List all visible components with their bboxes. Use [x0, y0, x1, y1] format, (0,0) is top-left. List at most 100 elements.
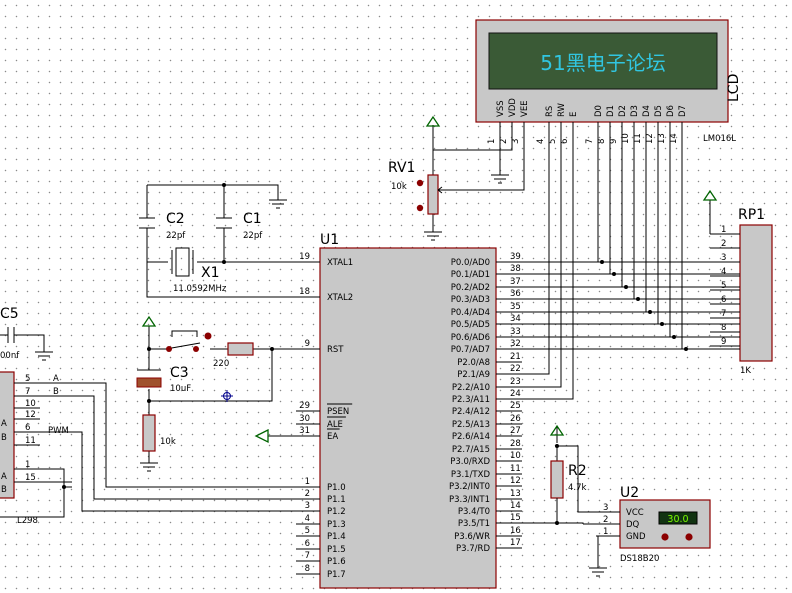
u2-ref: U2	[620, 485, 639, 501]
u1-pin-name: ALE	[327, 420, 343, 430]
lcd-pin-number: 11	[633, 133, 643, 144]
rp1-value: 1K	[740, 366, 751, 376]
u1-pin-name: EA	[327, 432, 338, 442]
u1-body	[319, 247, 497, 589]
u1-pin-number: 10	[510, 451, 521, 461]
oscillator-circuit[interactable]: C2 22pf C1 22pf X1 11.0592MHz	[139, 183, 296, 298]
rp1-pin-number: 3	[721, 253, 726, 263]
lcd-ref: LCD	[726, 74, 742, 102]
u1-pin-number: 25	[510, 401, 521, 411]
u1-pin-name: P3.7/RD	[456, 544, 490, 554]
u1-pin-number: 13	[510, 489, 521, 499]
lcd-pin-name: VDD	[508, 98, 518, 117]
lcd-pin-name: RW	[557, 102, 567, 117]
u1-pin-number: 17	[510, 538, 521, 548]
u1-pin-number: 28	[510, 439, 521, 449]
lcd-pin-name: D6	[666, 105, 676, 117]
rp1-pin-number: 9	[721, 337, 726, 347]
u1-pin-name: P3.6/WR	[454, 532, 490, 542]
junction-dot	[648, 310, 652, 314]
lcd-pin-name: VEE	[520, 100, 530, 117]
left-connector-body	[0, 371, 15, 499]
lcd-pin-name: D5	[654, 105, 664, 117]
lcd-module[interactable]: 51黑电子论坛 LCD LM016L VSS1VDD2VEE3RS4RW5E6D…	[475, 19, 742, 144]
rp1-pin-number: 7	[721, 309, 726, 319]
c2-value: 22pf	[166, 231, 186, 241]
lcd-pin-number: 9	[609, 139, 619, 144]
r2-ref: R2	[568, 463, 587, 479]
net-b-label: B	[53, 387, 59, 397]
u1-pin-name: P0.1/AD1	[451, 270, 490, 280]
rp1-body	[739, 224, 773, 362]
lcd-pin-number: 8	[597, 139, 607, 144]
u1-pin-number: 19	[299, 252, 310, 262]
rv1-ref: RV1	[388, 160, 415, 176]
u1-pin-number: 35	[510, 302, 521, 312]
u1-pin-name: P2.7/A15	[452, 445, 490, 455]
c1-value: 22pf	[243, 231, 263, 241]
u1-pin-number: 36	[510, 289, 521, 299]
u1-pin-name: P3.5/T1	[458, 519, 490, 529]
rp1-ref: RP1	[738, 207, 765, 223]
vcc-arrow-icon	[141, 315, 157, 327]
rv1-potentiometer[interactable]: RV1 10k	[388, 115, 443, 241]
lcd-pin-name: D0	[594, 105, 604, 117]
lcd-pin-name: E	[569, 112, 579, 117]
arrow-left-icon	[254, 428, 269, 444]
net-l298-label: L298	[17, 516, 38, 526]
u1-microcontroller[interactable]: U1 19XTAL118XTAL29RST29PSEN30ALE31EA1P1.…	[296, 232, 522, 589]
u1-pin-number: 15	[510, 513, 521, 523]
u2-pin-number: 1	[603, 527, 608, 537]
lcd-part: LM016L	[703, 134, 736, 144]
u1-pin-name: P2.0/A8	[457, 358, 490, 368]
lcd-pin-name: D2	[618, 105, 628, 117]
u1-pin-number: 3	[305, 501, 310, 511]
junction-dot	[624, 285, 628, 289]
lcd-pin-number: 2	[499, 139, 509, 144]
u1-pin-name: P1.2	[327, 507, 346, 517]
u1-pin-number: 31	[299, 426, 310, 436]
rv1-value: 10k	[391, 182, 407, 192]
u1-pin-number: 23	[510, 377, 521, 387]
c5-ref: C5	[0, 306, 19, 322]
lcd-pin-name: D4	[642, 105, 652, 117]
u1-left-pins: 19XTAL118XTAL29RST29PSEN30ALE31EA1P1.02P…	[296, 252, 353, 580]
c5-value: 00nf	[0, 351, 20, 361]
u2-reading: 30.0	[667, 514, 688, 525]
u1-ref: U1	[320, 232, 339, 248]
lcd-pin-number: 14	[669, 133, 679, 144]
u1-pin-name: XTAL1	[327, 258, 353, 268]
c5-capacitor[interactable]: C5 00nf	[0, 306, 53, 361]
r10k-value: 10k	[160, 437, 176, 447]
left-connector-pin-number: 1	[25, 460, 30, 470]
reset-circuit[interactable]: 220 C3 10uF 10k	[136, 315, 296, 472]
left-connector-pin-number: 6	[25, 423, 30, 433]
left-connector-side-label: B	[1, 433, 7, 443]
junction-dot	[612, 272, 616, 276]
left-connector-pin-number: 7	[25, 387, 30, 397]
u2-part: DS18B20	[620, 554, 659, 564]
c3-ref: C3	[170, 365, 189, 381]
lcd-pin-name: VSS	[496, 100, 506, 117]
port0-bus-wires	[522, 140, 740, 351]
u1-pin-number: 6	[305, 539, 310, 549]
u2-pin-number: 2	[603, 515, 608, 525]
vcc-arrow-icon	[425, 115, 441, 127]
u1-pin-number: 1	[305, 477, 310, 487]
left-connector-side-label: A	[1, 472, 7, 482]
x1-ref: X1	[201, 265, 220, 281]
u1-pin-number: 29	[299, 401, 310, 411]
r220-value: 220	[213, 359, 229, 369]
u1-pin-number: 39	[510, 252, 521, 262]
u1-pin-name: P2.3/A11	[452, 395, 490, 405]
u1-pin-number: 24	[510, 389, 521, 399]
lcd-pin-number: 3	[511, 139, 521, 144]
u1-right-pins: 39P0.0/AD038P0.1/AD137P0.2/AD236P0.3/AD3…	[449, 252, 522, 554]
net-a-label: A	[53, 374, 59, 384]
c3-value: 10uF	[170, 384, 191, 394]
u1-pin-name: P2.1/A9	[457, 370, 490, 380]
x1-value: 11.0592MHz	[173, 284, 227, 294]
